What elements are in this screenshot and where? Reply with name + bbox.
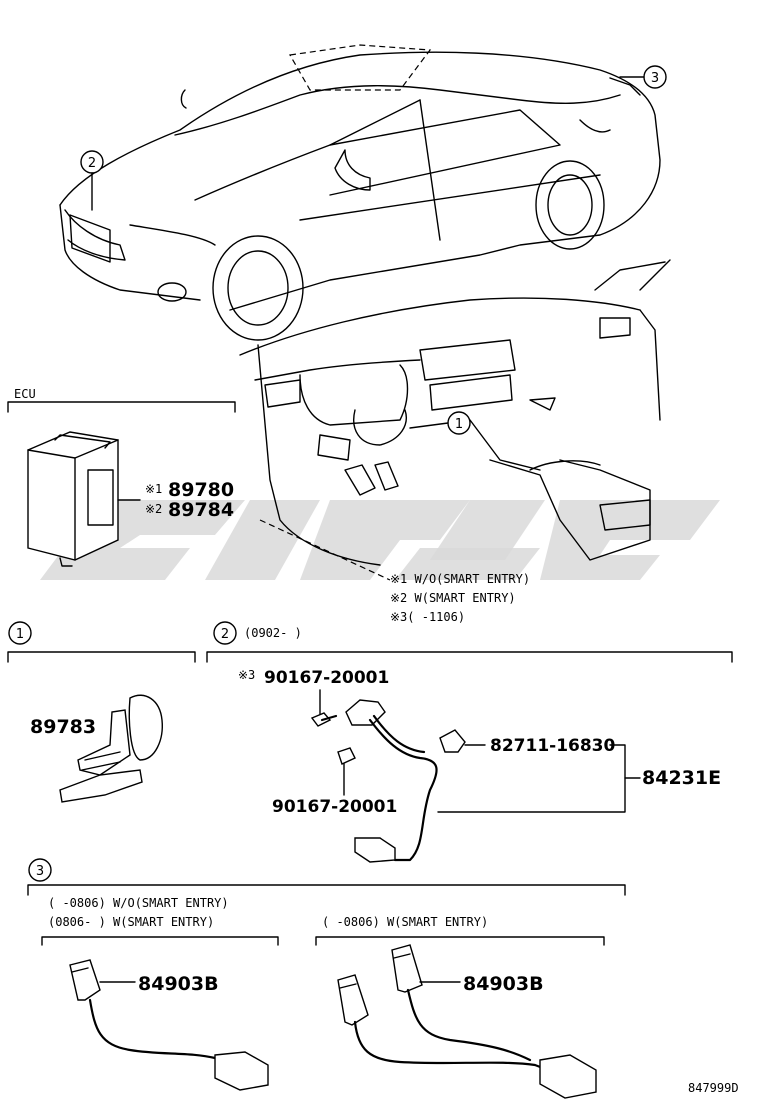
part-90167-20001-bottom: 90167-20001 (272, 797, 397, 817)
ecu-section: ECU ※1 89780 ※2 89784 (7, 387, 236, 567)
callout-1-dash: 1 (409, 411, 471, 435)
svg-text:2: 2 (221, 627, 229, 642)
section-3: 3 ( -0806) W/O(SMART ENTRY) (0806- ) W(S… (27, 858, 626, 1099)
section-2: 2 (0902- ) ※3 90167-20001 90167-20001 82… (206, 621, 733, 863)
legend-notes: ※1 W/O(SMART ENTRY) ※2 W(SMART ENTRY) ※3… (259, 519, 530, 624)
part-84903B-left: 84903B (138, 973, 219, 995)
svg-text:1: 1 (16, 627, 24, 642)
svg-text:2: 2 (88, 156, 96, 171)
dashboard-illustration (239, 259, 671, 566)
part-82711-16830: 82711-16830 (490, 736, 616, 756)
svg-text:※2 W(SMART ENTRY): ※2 W(SMART ENTRY) (390, 591, 516, 605)
callout-2-car: 2 (80, 150, 104, 211)
ecu-part-89784: 89784 (168, 499, 234, 521)
ecu-title: ECU (14, 387, 36, 401)
part-84231E: 84231E (642, 767, 721, 789)
diagram-code: 847999D (688, 1081, 739, 1095)
svg-text:※2: ※2 (145, 502, 162, 516)
svg-text:※3: ※3 (238, 668, 255, 682)
part-84903B-right: 84903B (463, 973, 544, 995)
ecu-part-89780: 89780 (168, 479, 234, 501)
svg-text:※3( -1106): ※3( -1106) (390, 610, 465, 624)
callout-3-car: 3 (619, 65, 667, 89)
svg-text:( -0806) W/O(SMART ENTRY): ( -0806) W/O(SMART ENTRY) (48, 896, 229, 910)
svg-text:3: 3 (36, 864, 44, 879)
section-1: 1 89783 (7, 621, 196, 803)
svg-text:(0806- ) W(SMART ENTRY): (0806- ) W(SMART ENTRY) (48, 915, 214, 929)
svg-text:( -0806) W(SMART ENTRY): ( -0806) W(SMART ENTRY) (322, 915, 488, 929)
svg-text:※1: ※1 (145, 482, 162, 496)
part-89783: 89783 (30, 716, 96, 738)
svg-text:1: 1 (455, 417, 463, 432)
svg-text:3: 3 (651, 71, 659, 86)
section-2-range: (0902- ) (244, 626, 302, 640)
watermark-logo (40, 500, 720, 580)
part-90167-20001-top: 90167-20001 (264, 668, 389, 688)
car-illustration (59, 44, 661, 341)
svg-text:※1 W/O(SMART ENTRY): ※1 W/O(SMART ENTRY) (390, 572, 530, 586)
